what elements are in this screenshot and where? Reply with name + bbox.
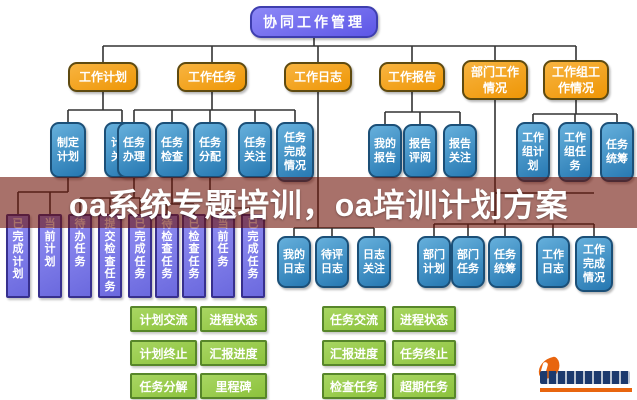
workgroup-node: 工作组计划 (516, 122, 550, 182)
report-node: 报告评阅 (403, 124, 437, 178)
green-right-node: 汇报进度 (322, 340, 386, 366)
company-logo (535, 355, 635, 396)
green-right-node: 进程状态 (392, 306, 456, 332)
level2-node: 工作报告 (379, 62, 445, 92)
level2-node: 工作日志 (284, 62, 352, 92)
green-right-node: 检查任务 (322, 373, 386, 399)
department-node: 部门计划 (417, 236, 451, 288)
level2-node: 工作任务 (177, 62, 247, 92)
vertical-list-node: 已完成任务 (241, 214, 265, 298)
workgroup-node: 任务统筹 (600, 122, 634, 182)
workgroup-node: 工作组任务 (558, 122, 592, 182)
logo-underline (540, 388, 632, 392)
green-left-node: 汇报进度 (200, 340, 267, 366)
task-node: 任务分配 (193, 122, 227, 178)
green-right-node: 超期任务 (392, 373, 456, 399)
green-left-node: 任务分解 (130, 373, 197, 399)
log-node: 待评日志 (315, 236, 349, 288)
log-node: 我的日志 (277, 236, 311, 288)
green-right-node: 任务终止 (392, 340, 456, 366)
level2-node: 工作组工作情况 (543, 60, 609, 100)
logo-wordmark (540, 371, 630, 384)
department-node: 任务统筹 (488, 236, 522, 288)
vertical-list-node: 已检查任务 (182, 214, 206, 298)
task-node: 任务办理 (117, 122, 151, 178)
green-left-node: 计划交流 (130, 306, 197, 332)
level2-node: 部门工作情况 (462, 60, 528, 100)
plan-node: 制定计划 (50, 122, 86, 178)
report-node: 报告关注 (443, 124, 477, 178)
task-node: 任务检查 (155, 122, 189, 178)
level2-node: 工作计划 (68, 62, 138, 92)
green-left-node: 里程碑 (200, 373, 267, 399)
root-node: 协同工作管理 (250, 6, 378, 38)
department-node: 工作日志 (536, 236, 570, 288)
department-node: 部门任务 (451, 236, 485, 288)
vertical-list-node: 待办任务 (68, 214, 92, 298)
log-node: 日志关注 (357, 236, 391, 288)
green-left-node: 进程状态 (200, 306, 267, 332)
green-right-node: 任务交流 (322, 306, 386, 332)
department-node: 工作完成情况 (575, 236, 613, 292)
green-left-node: 计划终止 (130, 340, 197, 366)
report-node: 我的报告 (368, 124, 402, 178)
task-node: 任务完成情况 (276, 122, 314, 182)
task-node: 任务关注 (238, 122, 272, 178)
title-banner: oa系统专题培训，oa培训计划方案 (0, 177, 637, 228)
banner-title: oa系统专题培训，oa培训计划方案 (68, 186, 569, 223)
